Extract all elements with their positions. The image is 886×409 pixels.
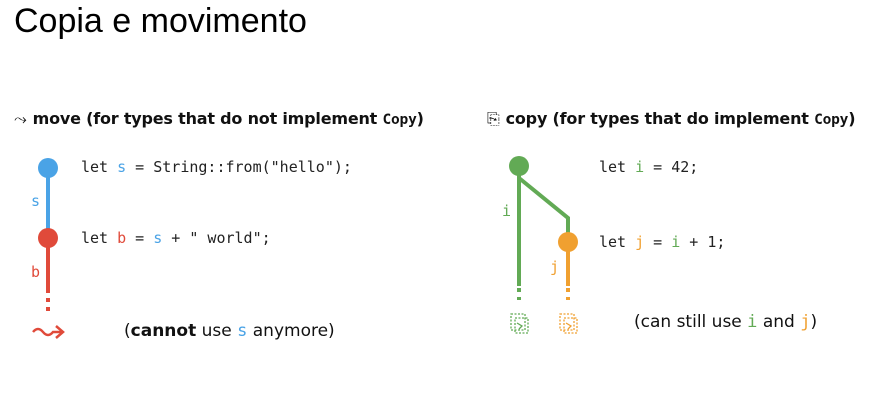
code-rest: + 1; <box>680 233 726 251</box>
move-wavy-arrow-icon <box>32 327 61 337</box>
copy-icon-orange <box>559 313 578 334</box>
move-heading-text: move (for types that do not implement <box>32 109 383 128</box>
copy-icon-green <box>510 313 529 334</box>
move-label-s: s <box>31 192 41 210</box>
copy-icon: ⎘ <box>487 109 500 128</box>
move-code-line-1: let s = String::from("hello"); <box>81 158 352 176</box>
code-var-i: i <box>671 233 681 251</box>
move-b-node <box>38 228 58 248</box>
copy-heading-close: ) <box>848 109 856 128</box>
move-heading-close: ) <box>416 109 424 128</box>
copy-i-node <box>509 156 529 176</box>
code-var-s: s <box>117 158 127 176</box>
note-text: (can still use <box>634 312 748 332</box>
code-var-j: j <box>635 233 645 251</box>
code-keyword: let <box>81 158 118 176</box>
move-s-node <box>38 158 58 178</box>
copy-heading-code: Copy <box>814 112 849 128</box>
note-var-j: j <box>800 312 811 332</box>
note-text: ) <box>810 312 818 332</box>
copy-label-j: j <box>550 258 560 276</box>
code-assign: = <box>644 233 672 251</box>
code-rest: = String::from("hello"); <box>126 158 352 176</box>
note-text: anymore) <box>247 321 335 341</box>
copy-branch-line <box>517 176 570 242</box>
copy-note: (can still use i and j) <box>634 312 817 332</box>
copy-heading-text: copy (for types that do implement <box>505 109 815 128</box>
move-heading: ⤳ move (for types that do not implement C… <box>14 109 424 129</box>
note-bold: cannot <box>130 321 197 341</box>
code-var-i: i <box>635 158 645 176</box>
code-keyword: let <box>81 229 118 247</box>
note-text: use <box>196 321 238 341</box>
note-text: and <box>757 312 801 332</box>
code-var-b: b <box>117 229 127 247</box>
copy-label-i: i <box>502 202 512 220</box>
code-keyword: let <box>599 233 636 251</box>
code-var-s: s <box>153 229 163 247</box>
code-rest: + " world"; <box>162 229 271 247</box>
code-rest: = 42; <box>644 158 699 176</box>
copy-code-line-2: let j = i + 1; <box>599 233 725 251</box>
code-keyword: let <box>599 158 636 176</box>
move-label-b: b <box>31 263 41 281</box>
move-arrow-head <box>55 325 65 339</box>
code-assign: = <box>126 229 154 247</box>
copy-code-line-1: let i = 42; <box>599 158 698 176</box>
wavy-arrow-icon: ⤳ <box>14 109 27 128</box>
move-code-line-2: let b = s + " world"; <box>81 229 271 247</box>
copy-heading: ⎘ copy (for types that do implement Copy) <box>487 109 856 129</box>
move-heading-code: Copy <box>382 112 417 128</box>
copy-j-node <box>558 232 578 252</box>
move-note: (cannot use s anymore) <box>124 321 335 341</box>
slide-title: Copia e movimento <box>14 2 307 40</box>
note-var-i: i <box>747 312 758 332</box>
note-var-s: s <box>237 321 248 341</box>
note-paren: ( <box>124 321 131 341</box>
